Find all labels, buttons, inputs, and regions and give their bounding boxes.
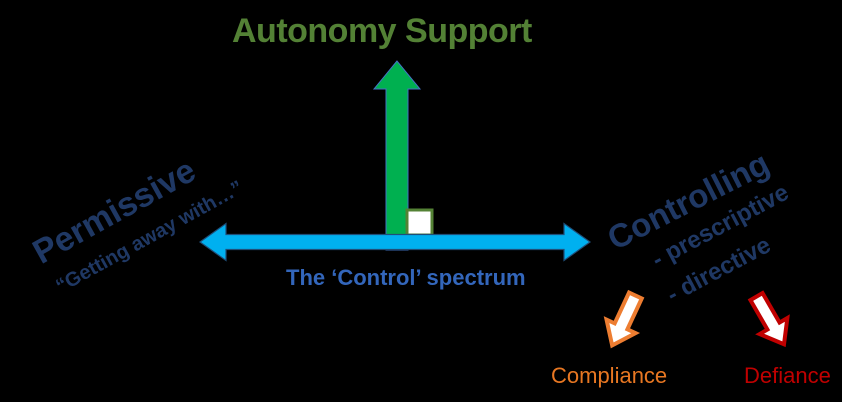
defiance-label: Defiance [744,363,831,388]
diagram-title: Autonomy Support [232,12,532,50]
spectrum-axis-label: The ‘Control’ spectrum [286,265,526,290]
defiance-block-arrow-icon [747,290,790,348]
right-angle-marker-icon [405,208,434,237]
compliance-block-arrow-icon [603,289,645,349]
compliance-label: Compliance [551,363,668,388]
control-spectrum-arrow-icon [198,222,592,262]
